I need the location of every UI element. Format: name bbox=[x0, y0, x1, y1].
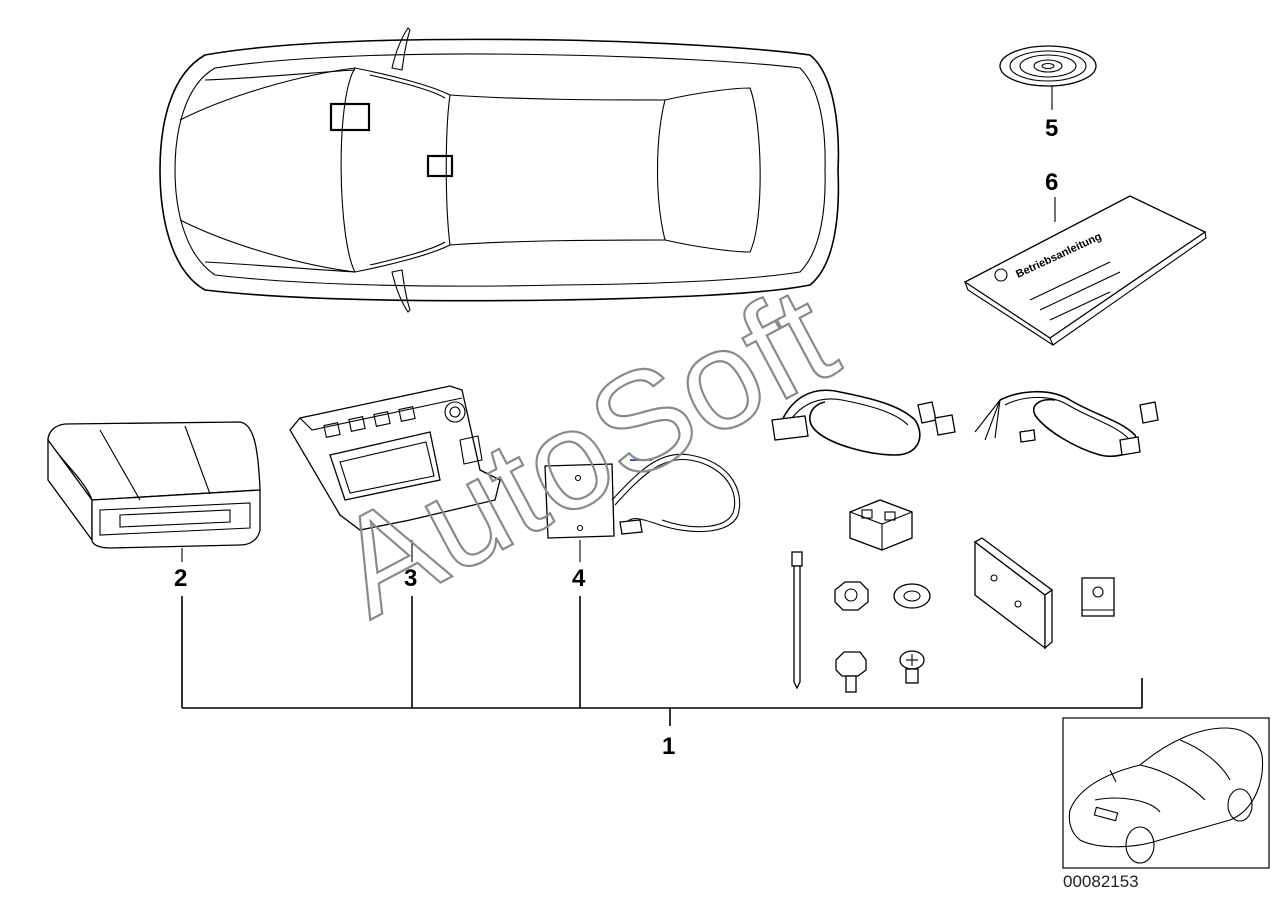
relay bbox=[849, 499, 913, 551]
wiring-harness-right bbox=[974, 390, 1159, 457]
mounting-bracket bbox=[973, 537, 1054, 650]
display-control-unit bbox=[289, 385, 501, 562]
callout-3: 3 bbox=[404, 565, 417, 592]
callout-6: 6 bbox=[1045, 169, 1058, 196]
callout-1: 1 bbox=[662, 733, 675, 760]
wiring-harness-left bbox=[771, 389, 956, 456]
callout-2: 2 bbox=[174, 565, 187, 592]
owners-manual: Betriebsanleitung bbox=[963, 195, 1207, 346]
callout-4: 4 bbox=[572, 565, 586, 592]
callout-5: 5 bbox=[1045, 115, 1058, 142]
car-thumbnail bbox=[1062, 717, 1270, 869]
car-top-view bbox=[159, 27, 840, 313]
hex-bolt bbox=[835, 651, 867, 693]
cd-changer-unit bbox=[47, 421, 261, 562]
antenna-module bbox=[544, 453, 741, 562]
spring-clip bbox=[1081, 577, 1115, 617]
callout-bracket bbox=[181, 596, 1143, 726]
washer bbox=[893, 583, 931, 609]
cable-tie bbox=[791, 551, 803, 690]
location-mark-small bbox=[426, 154, 454, 178]
phillips-screw bbox=[899, 650, 925, 684]
diagram-number: 00082153 bbox=[1063, 872, 1139, 891]
cd-disc bbox=[999, 45, 1097, 110]
hex-nut bbox=[834, 581, 869, 611]
location-mark-large bbox=[329, 102, 371, 132]
